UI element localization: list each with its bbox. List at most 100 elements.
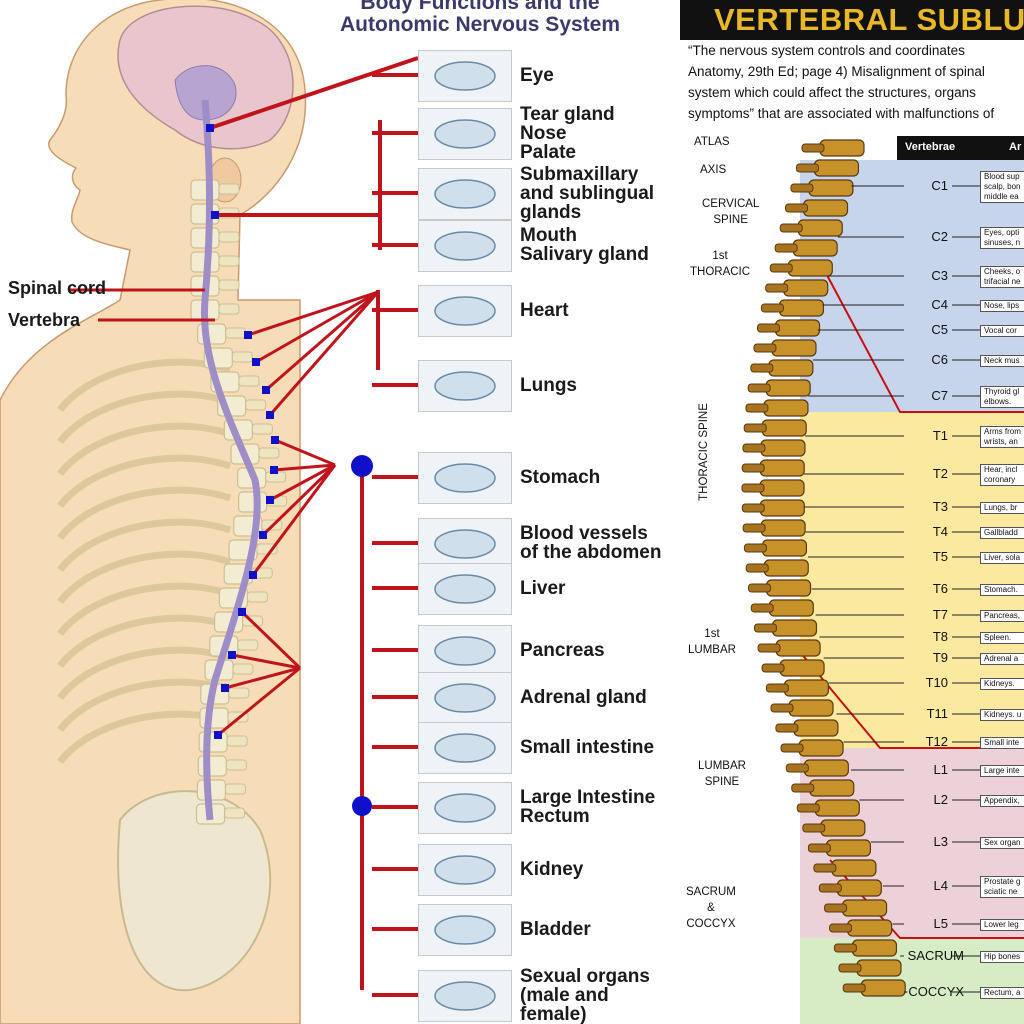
spinal-cord-label: Spinal cord: [8, 278, 107, 298]
affected-area-cell: Pancreas,: [980, 610, 1024, 622]
rib: [57, 390, 232, 445]
organ-icon: [434, 981, 496, 1011]
spine-process: [742, 443, 766, 453]
spinous-process: [218, 183, 240, 195]
vertebra-label: L1: [933, 762, 948, 777]
organ-label-line: Palate: [520, 141, 576, 163]
rib: [57, 550, 232, 605]
organ-label: Heart: [520, 301, 569, 320]
first-thoracic-label: 1st THORACIC: [690, 248, 750, 280]
organ-label: Adrenal gland: [520, 688, 647, 707]
spine-vertebra: [798, 739, 844, 757]
cardiac-nerve: [268, 291, 380, 416]
organ-icon: [434, 119, 496, 149]
affected-area-cell: Adrenal a: [980, 653, 1024, 665]
affected-area-cell: Lower leg: [980, 919, 1024, 931]
spine-process: [750, 363, 774, 373]
organ-label: Pancreas: [520, 641, 605, 660]
organ-label-line: Kidney: [520, 858, 584, 880]
quote-text: “The nervous system controls and coordin…: [688, 40, 1024, 124]
spine-process: [748, 583, 772, 593]
vertebra-label: C6: [931, 352, 948, 367]
organ-label: Small intestine: [520, 738, 654, 757]
spine-process: [743, 423, 767, 433]
affected-area-cell: Liver, sola: [980, 552, 1024, 564]
organ-label: Bladder: [520, 920, 591, 939]
vertebra-label: T11: [926, 706, 948, 721]
organ-thumbnail: [418, 625, 512, 677]
organ-label-line: Adrenal gland: [520, 686, 647, 708]
spinous-process: [238, 375, 260, 387]
spine-vertebra: [771, 619, 818, 637]
region-boundary: [819, 261, 1024, 413]
vertebra-label: T12: [925, 734, 948, 749]
vertebra-label: C1: [931, 178, 948, 193]
affected-area-cell: Kidneys. u: [980, 709, 1024, 721]
spine-process: [757, 643, 781, 653]
spine-vertebra: [847, 919, 893, 937]
organ-label-line: Mouth: [520, 225, 577, 246]
affected-area-text: Arms from: [984, 427, 1021, 436]
first-lumbar-label: 1st LUMBAR: [688, 626, 736, 658]
organ-icon: [434, 371, 496, 401]
eye-nerve: [209, 56, 419, 130]
spinous-process: [226, 735, 248, 747]
organ-icon: [434, 179, 496, 209]
vertebra-label: C7: [931, 388, 948, 403]
organ-thumbnail: [418, 452, 512, 504]
spinous-process: [218, 303, 240, 315]
organ-label-line: Small intestine: [520, 736, 655, 758]
organ-label-line: Rectum: [520, 806, 590, 827]
organ-label-line: glands: [520, 201, 582, 223]
title-line-2: Autonomic Nervous System: [339, 13, 621, 36]
spine-process: [785, 763, 809, 773]
affected-area-text: Gallbladd: [984, 528, 1018, 537]
vertebra-label: C5: [931, 322, 948, 337]
spine-process: [747, 383, 771, 393]
affected-area-text: Rectum, a: [984, 988, 1021, 997]
organ-label-line: Heart: [520, 299, 569, 321]
rib: [57, 454, 232, 509]
vertebra-block: [190, 179, 220, 201]
quote-line: symptoms” that are associated with malfu…: [688, 106, 995, 121]
affected-area-text: Appendix,: [984, 796, 1020, 805]
first-line: 1st: [704, 628, 720, 640]
quote-line: “The nervous system controls and coordin…: [688, 43, 965, 58]
spine-vertebra: [778, 299, 825, 317]
affected-area-text: elbows.: [984, 397, 1012, 406]
organ-icon: [434, 231, 496, 261]
spine-process: [765, 683, 789, 693]
spine-vertebra: [768, 359, 814, 377]
spine-process: [753, 343, 777, 353]
vertebra-label: L5: [933, 916, 948, 931]
spine-process: [779, 223, 803, 233]
spine-vertebra: [759, 459, 805, 477]
quote-line: system which could affect the structures…: [688, 85, 976, 100]
affected-area-cell: Sex organ: [980, 837, 1024, 849]
vertebra-label: Vertebra: [8, 310, 81, 330]
vertebral-subluxation-panel: VERTEBRAL SUBLUXATION “The nervous syste…: [680, 0, 1024, 1024]
affected-area-text: Large inte: [984, 766, 1020, 775]
spine-process: [741, 483, 765, 493]
spine-vertebra: [851, 939, 898, 957]
lumbar-line: LUMBAR: [698, 760, 746, 772]
spine-process: [818, 883, 842, 893]
vertebra-label: L3: [933, 834, 948, 849]
thoracic-line: THORACIC: [690, 266, 751, 278]
affected-area-cell: Hip bones: [980, 951, 1024, 963]
spinous-process: [225, 327, 247, 339]
affected-area-text: Prostate g: [984, 877, 1021, 886]
affected-area-text: Hip bones: [984, 952, 1021, 961]
organ-label: Stomach: [520, 468, 600, 487]
vertebra-label: COCCYX: [908, 984, 964, 999]
vertebra-label: T10: [925, 675, 948, 690]
organ-thumbnail: [418, 970, 512, 1022]
organ-icon: [434, 529, 496, 559]
affected-area-text: Kidneys. u: [984, 710, 1022, 719]
affected-area-text: coronary: [984, 475, 1016, 484]
affected-area-cell: Nose, lips: [980, 300, 1024, 312]
first-line: 1st: [712, 250, 728, 262]
spine-process: [802, 823, 826, 833]
